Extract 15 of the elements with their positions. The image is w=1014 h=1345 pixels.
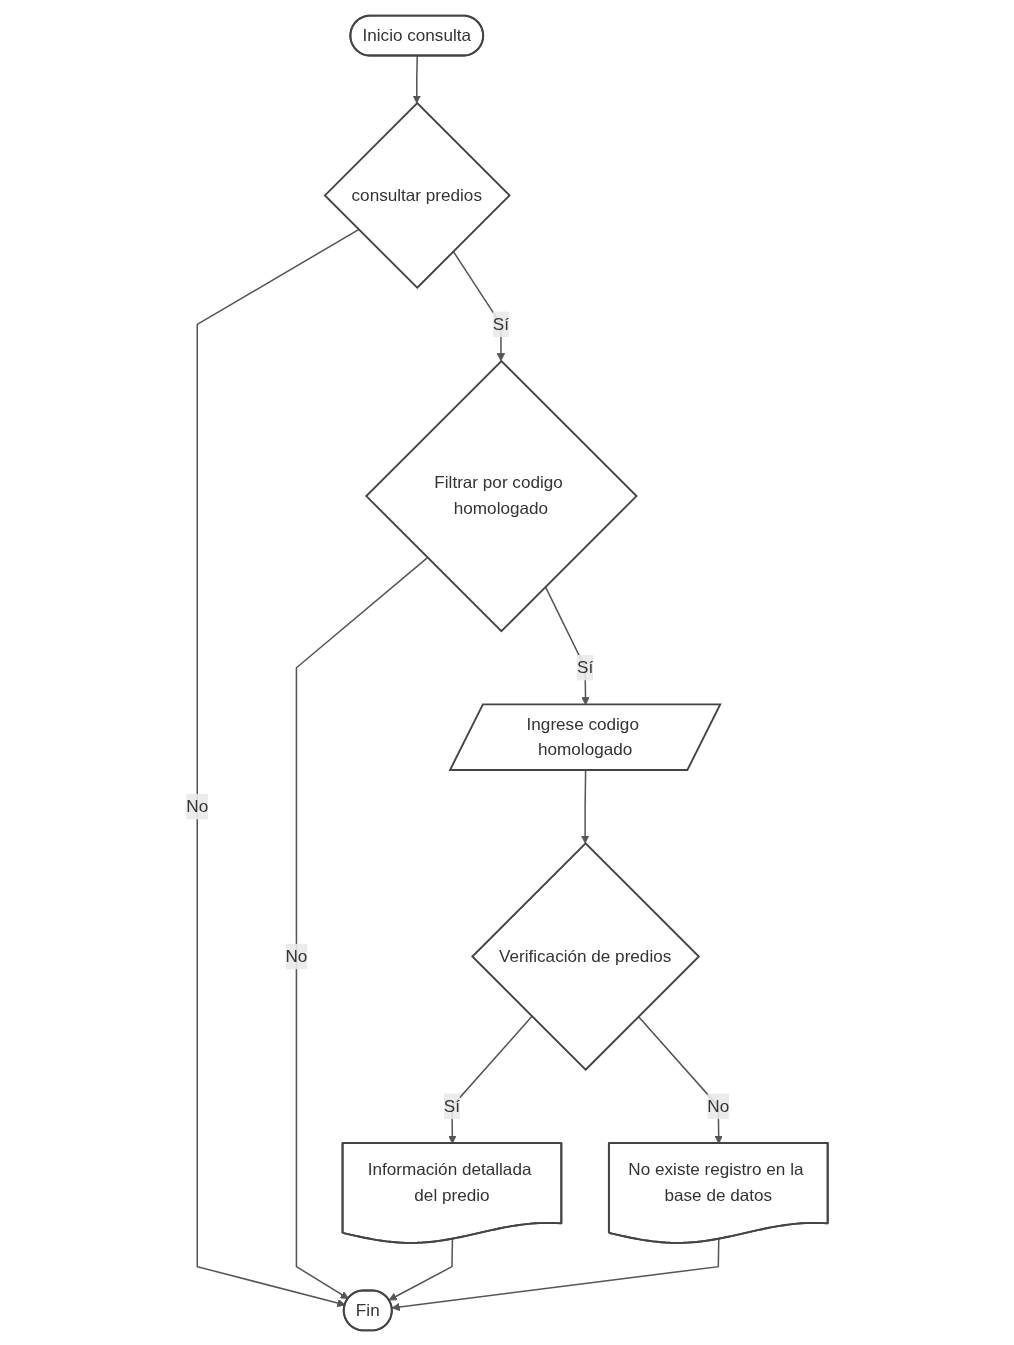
arrow bbox=[295, 556, 429, 1299]
edge-label: Sí bbox=[492, 313, 510, 333]
edge-label: Sí bbox=[443, 1095, 461, 1115]
edge-label: No bbox=[707, 1095, 730, 1115]
node-diamond: Verificación de predios bbox=[471, 841, 701, 1071]
arrow bbox=[391, 1238, 720, 1311]
arrow bbox=[412, 54, 421, 103]
edge-label: No bbox=[186, 796, 209, 816]
node-diamond: consultar predios bbox=[323, 101, 511, 289]
arrow bbox=[196, 228, 360, 1307]
node-diamond: Filtrar por codigo homologado bbox=[365, 359, 638, 632]
edge-label: Sí bbox=[577, 657, 594, 677]
edge-label: No bbox=[285, 946, 308, 966]
arrow bbox=[580, 769, 590, 844]
arrow bbox=[388, 1238, 454, 1300]
